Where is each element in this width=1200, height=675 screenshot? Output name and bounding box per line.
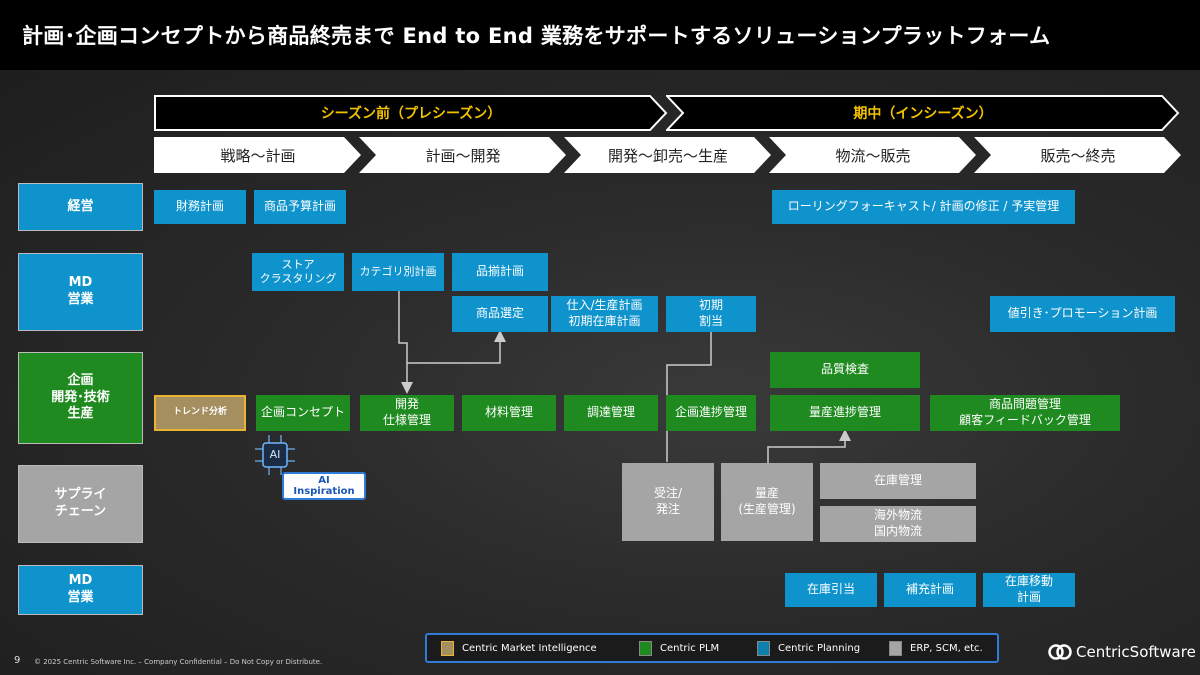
box-quality-inspection: 品質検査 [770, 352, 920, 388]
stage-1: 戦略～計画 [154, 137, 362, 173]
box-product-issues: 商品問題管理 顧客フィードバック管理 [930, 395, 1120, 431]
stage-4: 物流～販売 [769, 137, 977, 173]
box-product-budget: 商品予算計画 [254, 190, 346, 224]
box-assortment-planning: 品揃計画 [452, 253, 548, 291]
legend-item-planning: Centric Planning [757, 641, 860, 656]
legend-item-plm: Centric PLM [639, 641, 719, 656]
box-financial-planning: 財務計画 [154, 190, 246, 224]
box-development-spec: 開発 仕様管理 [360, 395, 454, 431]
ai-chip-icon: AI [252, 432, 298, 478]
box-initial-allocation: 初期 割当 [666, 296, 756, 332]
box-markdown-promotion: 値引き･プロモーション計画 [990, 296, 1175, 332]
box-logistics: 海外物流 国内物流 [820, 506, 976, 542]
box-replenishment: 補充計画 [884, 573, 976, 607]
box-mass-production: 量産 (生産管理) [721, 463, 813, 541]
box-product-selection: 商品選定 [452, 296, 548, 332]
legend-item-erp: ERP, SCM, etc. [889, 641, 983, 656]
phase-inseason: 期中（インシーズン） [666, 95, 1180, 131]
legend-item-market-intelligence: Centric Market Intelligence [441, 641, 597, 656]
row-label-development: 企画 開発･技術 生産 [18, 352, 143, 444]
legend: Centric Market Intelligence Centric PLM … [425, 633, 999, 663]
box-category-planning: カテゴリ別計画 [352, 253, 444, 291]
box-inventory-transfer: 在庫移動 計画 [983, 573, 1075, 607]
box-inventory-management: 在庫管理 [820, 463, 976, 499]
phase-preseason: シーズン前（プレシーズン） [154, 95, 668, 131]
page-number: 9 [14, 655, 21, 666]
centric-logo-icon [1048, 644, 1072, 660]
box-rolling-forecast: ローリングフォーキャスト/ 計画の修正 / 予実管理 [772, 190, 1075, 224]
box-production-progress: 量産進捗管理 [770, 395, 920, 431]
row-label-md-sales-2: MD 営業 [18, 565, 143, 615]
box-inventory-allocation: 在庫引当 [785, 573, 877, 607]
box-purchase-planning: 仕入/生産計画 初期在庫計画 [551, 296, 658, 332]
box-store-clustering: ストア クラスタリング [252, 253, 344, 291]
box-material-management: 材料管理 [462, 395, 556, 431]
stage-3: 開発～卸売～生産 [564, 137, 772, 173]
centric-logo: CentricSoftware [1048, 643, 1196, 661]
box-concept: 企画コンセプト [256, 395, 350, 431]
box-sourcing: 調達管理 [564, 395, 658, 431]
stage-2: 計画～開発 [359, 137, 567, 173]
row-label-supply-chain: サプライ チェーン [18, 465, 143, 543]
row-label-management: 経営 [18, 183, 143, 231]
slide-title: 計画･企画コンセプトから商品終売まで End to End 業務をサポートするソ… [0, 0, 1200, 70]
stage-5: 販売～終売 [974, 137, 1182, 173]
ai-inspiration-badge: AI Inspiration [282, 472, 366, 500]
box-order: 受注/ 発注 [622, 463, 714, 541]
box-trend-analysis: トレンド分析 [154, 395, 246, 431]
box-planning-progress: 企画進捗管理 [666, 395, 756, 431]
row-label-md-sales: MD 営業 [18, 253, 143, 331]
copyright: © 2025 Centric Software Inc. – Company C… [34, 658, 323, 666]
